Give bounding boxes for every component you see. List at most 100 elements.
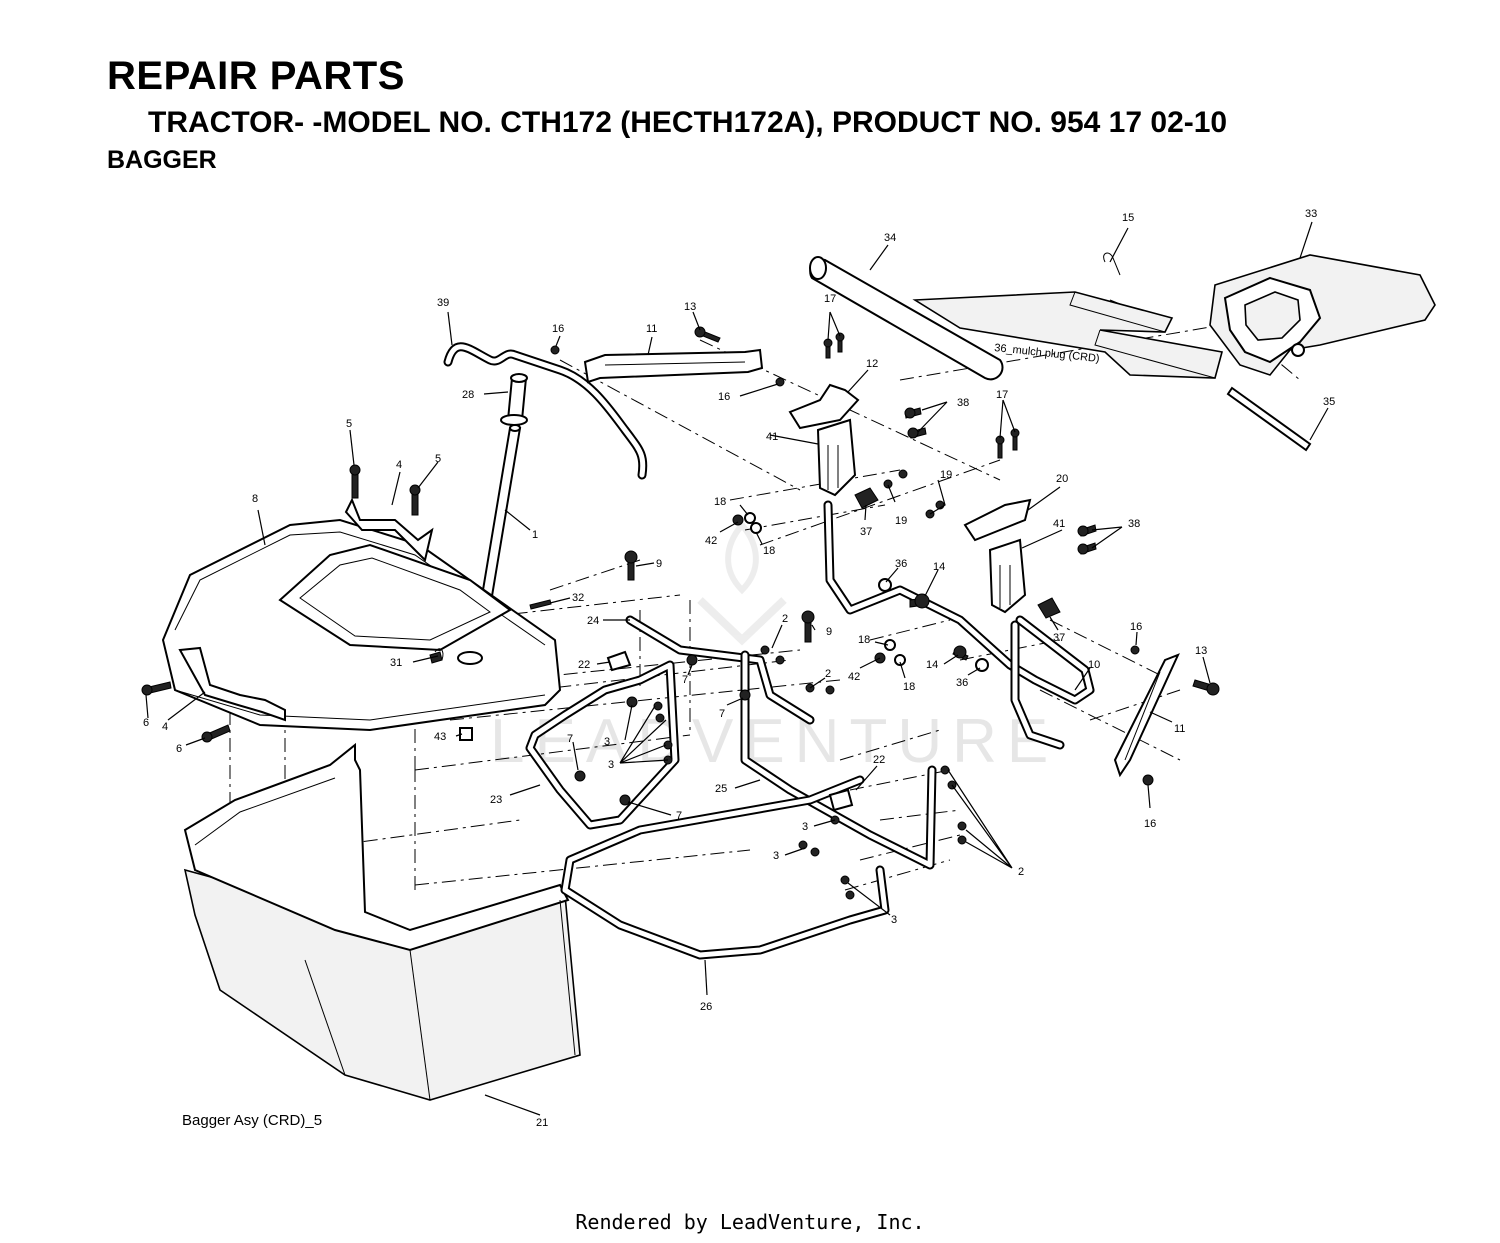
watermark-logo-icon (697, 520, 787, 646)
part-24-bar (625, 615, 815, 725)
callout-11: 11 (646, 323, 657, 335)
callout-10: 10 (1088, 659, 1100, 671)
callout-5: 5 (435, 453, 441, 465)
callout-19: 19 (895, 515, 907, 527)
callout-24: 24 (587, 615, 599, 627)
part-37-block (854, 487, 879, 509)
callout-39: 39 (437, 297, 449, 309)
callout-2: 2 (825, 668, 831, 680)
part-33-chute (1209, 254, 1436, 376)
callout-35: 35 (1323, 396, 1335, 408)
part-22-clip (828, 788, 854, 812)
callout-6: 6 (143, 717, 149, 729)
callout-5: 5 (346, 418, 352, 430)
callout-16: 16 (552, 323, 564, 335)
callout-12: 12 (866, 358, 878, 370)
callout-2: 2 (1018, 866, 1024, 878)
hardware (141, 326, 1220, 900)
callout-20: 20 (1056, 473, 1068, 485)
part-43-plug (459, 727, 473, 741)
callout-4: 4 (162, 721, 168, 733)
section-title: BAGGER (107, 146, 217, 174)
part-10-frame (823, 500, 1095, 750)
callout-33: 33 (1305, 208, 1317, 220)
callout-3: 3 (891, 914, 897, 926)
callout-1: 1 (532, 529, 538, 541)
callout-36: 36 (956, 677, 968, 689)
callout-37: 37 (860, 526, 872, 538)
callout-16: 16 (1130, 621, 1142, 633)
callout-28: 28 (462, 389, 474, 401)
callout-38: 38 (1128, 518, 1140, 530)
callout-26: 26 (700, 1001, 712, 1013)
callout-18: 18 (903, 681, 915, 693)
callout-3: 3 (608, 759, 614, 771)
callout-17: 17 (996, 389, 1008, 401)
callout-42: 42 (705, 535, 717, 547)
part-22-clip (606, 650, 632, 672)
callout-22: 22 (873, 754, 885, 766)
callout-7: 7 (567, 733, 573, 745)
part-26-frame (560, 775, 890, 960)
callout-42: 42 (848, 671, 860, 683)
callout-18: 18 (714, 496, 726, 508)
callout-15: 15 (1122, 212, 1134, 224)
callout-14: 14 (926, 659, 938, 671)
part-37-block (1037, 597, 1061, 619)
part-41-bracket-right (988, 538, 1027, 614)
callout-21: 21 (536, 1117, 548, 1129)
part-11-bracket-lower (1113, 653, 1180, 778)
callout-37: 37 (1053, 632, 1065, 644)
leader-lines (145, 221, 1329, 1116)
callout-18: 18 (763, 545, 775, 557)
callout-3: 3 (773, 850, 779, 862)
part-20-bracket (963, 498, 1032, 542)
part-15-pin (1103, 252, 1121, 276)
part-35-rod (1226, 386, 1312, 452)
callout-22: 22 (578, 659, 590, 671)
rendered-by-footer: Rendered by LeadVenture, Inc. (575, 1210, 925, 1234)
callout-23: 23 (490, 794, 502, 806)
callout-36: 36 (895, 558, 907, 570)
part-41-bracket-left (816, 418, 857, 497)
page-title: REPAIR PARTS (107, 54, 405, 98)
part-12-bracket (788, 383, 860, 430)
callout-16: 16 (718, 391, 730, 403)
part-36-mulch-plug (912, 291, 1223, 379)
callout-3: 3 (604, 736, 610, 748)
callout-9: 9 (826, 626, 832, 638)
callout-4: 4 (396, 459, 402, 471)
part-39-handle (443, 342, 648, 480)
callout-7: 7 (719, 708, 725, 720)
part-11-bracket-upper (583, 348, 764, 384)
part-34-tube (809, 256, 1004, 381)
callout-3: 3 (802, 821, 808, 833)
callout-2: 2 (782, 613, 788, 625)
callout-17: 17 (824, 293, 836, 305)
callout-34: 34 (884, 232, 896, 244)
callout-11: 11 (1174, 723, 1185, 735)
part-4-handle-upper (344, 497, 434, 562)
callout-38: 38 (957, 397, 969, 409)
callout-25: 25 (715, 783, 727, 795)
callout-16: 16 (1144, 818, 1156, 830)
part-21-grass-bag (183, 742, 581, 1101)
callout-13: 13 (684, 301, 696, 313)
watermark-text: LEADVENTURE (490, 707, 1058, 776)
part-8-bagger-cover (161, 518, 562, 732)
callout-32: 32 (572, 592, 584, 604)
callout-7: 7 (676, 810, 682, 822)
callout-9: 9 (656, 558, 662, 570)
part-25-frame (740, 650, 937, 870)
part-4-handle-lower (178, 646, 286, 722)
diagram-caption: Bagger Asy (CRD)_5 (182, 1112, 322, 1129)
model-subtitle: TRACTOR- -MODEL NO. CTH172 (HECTH172A), … (148, 106, 1228, 139)
callout-43: 43 (434, 731, 446, 743)
callout-41: 41 (1053, 518, 1065, 530)
callout-8: 8 (252, 493, 258, 505)
callout-7: 7 (682, 674, 688, 686)
callout-14: 14 (933, 561, 945, 573)
callout-31: 31 (390, 657, 402, 669)
callout-19: 19 (940, 469, 952, 481)
